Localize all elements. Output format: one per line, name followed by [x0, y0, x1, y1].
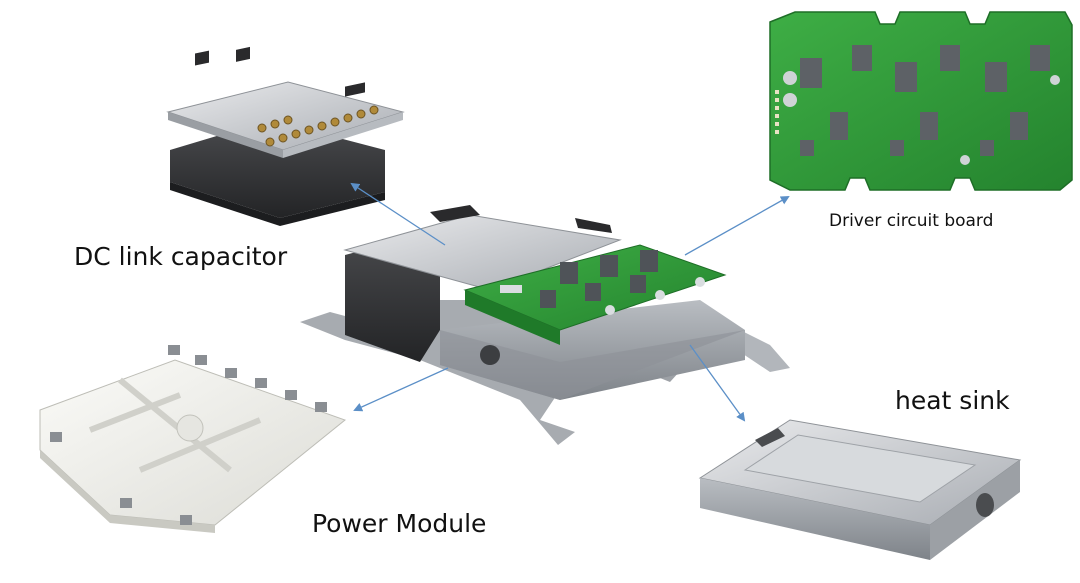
dc-link-capacitor-image: [166, 46, 405, 226]
heat-sink-image: [698, 419, 1022, 560]
assembled-inverter-image: [300, 205, 790, 445]
power-module-label: Power Module: [312, 509, 487, 538]
power-module-image: [39, 345, 347, 533]
driver-circuit-board-image: [769, 11, 1073, 191]
connector-arrows: [350, 182, 790, 422]
arrow-to-dc-link-capacitor: [350, 182, 446, 246]
dc-link-capacitor-label: DC link capacitor: [74, 242, 288, 271]
arrow-to-heat-sink: [689, 344, 746, 422]
arrow-to-power-module: [353, 367, 449, 412]
arrow-to-driver-circuit-board: [684, 196, 790, 256]
heat-sink-label: heat sink: [895, 386, 1010, 415]
driver-circuit-board-label: Driver circuit board: [829, 211, 994, 231]
